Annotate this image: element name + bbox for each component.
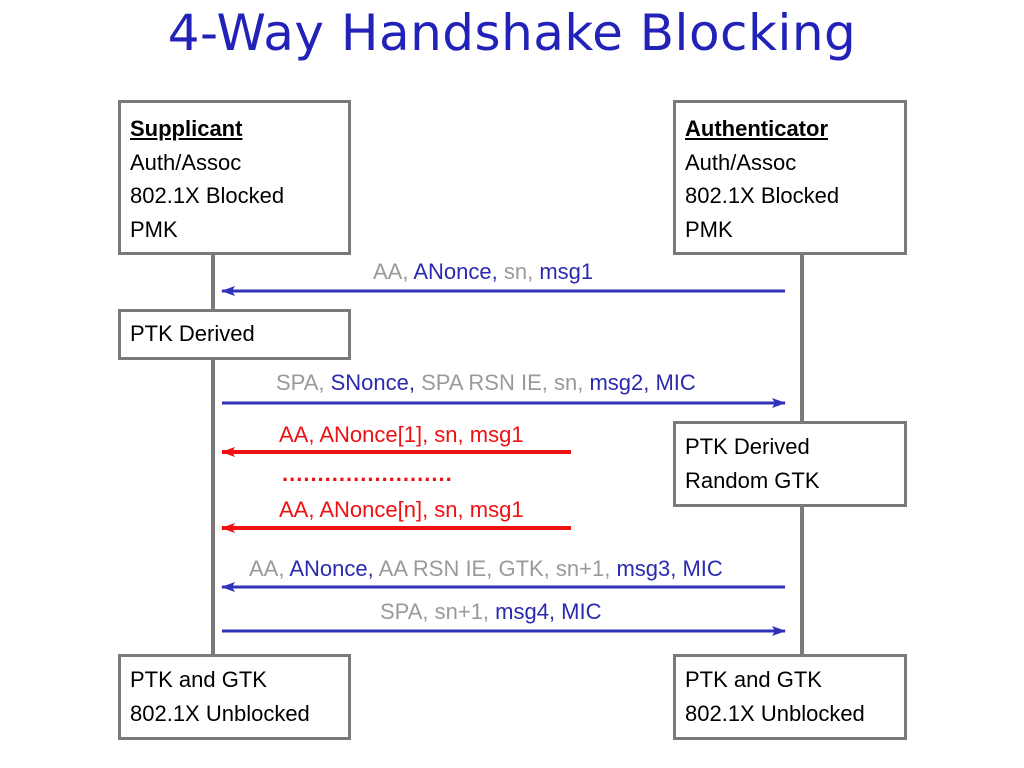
authenticator-final-box: PTK and GTK 802.1X Unblocked [673, 654, 907, 740]
supplicant-line: Auth/Assoc [130, 149, 242, 175]
authenticator-line: Auth/Assoc [685, 149, 797, 175]
authenticator-heading: Authenticator [685, 116, 828, 141]
supplicant-line: PMK [130, 216, 178, 242]
msg1-label: AA, ANonce, sn, msg1 [373, 259, 594, 284]
page-title: 4-Way Handshake Blocking [167, 4, 857, 62]
attack-msg1-nth-label: AA, ANonce[n], sn, msg1 [279, 497, 524, 522]
supplicant-final-line: 802.1X Unblocked [130, 700, 310, 726]
supplicant-state-box: Supplicant Auth/Assoc 802.1X Blocked PMK [118, 100, 351, 255]
authenticator-ptk-line: PTK Derived [685, 434, 810, 459]
supplicant-heading: Supplicant [130, 116, 243, 141]
supplicant-line: 802.1X Blocked [130, 183, 285, 208]
attack-msg1-first-label: AA, ANonce[1], sn, msg1 [279, 422, 524, 447]
supplicant-final-line: PTK and GTK [130, 667, 267, 692]
authenticator-state-box: Authenticator Auth/Assoc 802.1X Blocked … [673, 100, 907, 255]
authenticator-line: 802.1X Blocked [685, 183, 840, 208]
supplicant-ptk-label: PTK Derived [130, 321, 255, 346]
authenticator-ptk-box: PTK Derived Random GTK [673, 421, 907, 507]
msg3-label: AA, ANonce, AA RSN IE, GTK, sn+1, msg3, … [249, 556, 723, 581]
authenticator-ptk-line: Random GTK [685, 467, 820, 493]
attack-repeat-dots: ........................ [282, 461, 453, 486]
msg4-label: SPA, sn+1, msg4, MIC [380, 599, 602, 624]
supplicant-ptk-box: PTK Derived [118, 309, 351, 360]
authenticator-final-line: 802.1X Unblocked [685, 700, 865, 726]
supplicant-final-box: PTK and GTK 802.1X Unblocked [118, 654, 351, 740]
authenticator-final-line: PTK and GTK [685, 667, 822, 692]
authenticator-line: PMK [685, 216, 733, 242]
msg2-label: SPA, SNonce, SPA RSN IE, sn, msg2, MIC [276, 370, 696, 395]
